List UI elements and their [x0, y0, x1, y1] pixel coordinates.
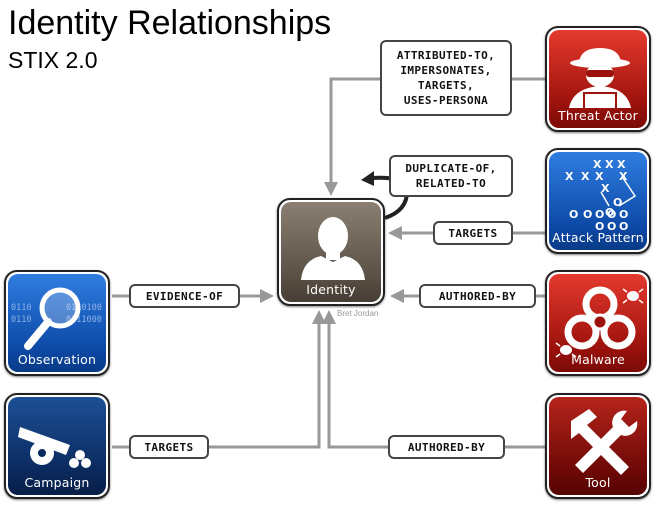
- rel-label-tool: AUTHORED-BY: [388, 435, 505, 459]
- svg-text:O: O: [595, 208, 604, 221]
- diagram-title: Identity Relationships: [8, 4, 332, 42]
- hammer-wrench-icon: [571, 409, 638, 475]
- svg-text:O: O: [583, 208, 592, 221]
- diagram-subtitle: STIX 2.0: [8, 47, 98, 73]
- rel-label-campaign: TARGETS: [129, 435, 209, 459]
- arrowhead-malware: [390, 289, 404, 303]
- malware-tile: Malware: [545, 270, 651, 376]
- rel-threat-actor-line-4: USES-PERSONA: [403, 94, 489, 107]
- svg-text:X: X: [565, 170, 574, 183]
- observation-label: Observation: [17, 352, 97, 367]
- connector-tool: [327, 322, 545, 449]
- svg-text:X: X: [601, 182, 610, 195]
- svg-text:O: O: [613, 196, 622, 209]
- rel-label-threat-actor: ATTRIBUTED-TO, IMPERSONATES, TARGETS, US…: [380, 40, 512, 116]
- svg-text:X: X: [581, 170, 590, 183]
- threat-actor-tile: Threat Actor: [545, 26, 651, 132]
- biohazard-icon: [555, 286, 644, 358]
- rel-label-attack-pattern: TARGETS: [433, 221, 513, 245]
- attack-pattern-label: Attack Pattern: [552, 230, 644, 245]
- campaign-label: Campaign: [24, 475, 90, 490]
- connector-campaign: [112, 322, 321, 449]
- identity-tile: Identity: [277, 198, 385, 306]
- person-silhouette-icon: [301, 217, 365, 280]
- malware-label: Malware: [571, 352, 625, 367]
- svg-text:X: X: [595, 170, 604, 183]
- identity-label: Identity: [306, 282, 356, 297]
- author-credit: Bret Jordan: [337, 309, 379, 318]
- magnifier-icon: 0110 0110100 0110 0111000: [11, 287, 102, 350]
- svg-text:O: O: [607, 208, 616, 221]
- observation-tile: 0110 0110100 0110 0111000 Observation: [4, 270, 110, 376]
- svg-text:X: X: [617, 158, 626, 171]
- svg-text:0110: 0110: [11, 303, 31, 313]
- cannon-icon: [18, 427, 91, 468]
- svg-text:O: O: [607, 220, 616, 233]
- rel-threat-actor-line-3: TARGETS,: [417, 79, 475, 92]
- svg-text:O: O: [569, 208, 578, 221]
- rel-threat-actor-line-1: ATTRIBUTED-TO,: [396, 49, 496, 62]
- rel-self-line-1: DUPLICATE-OF,: [405, 162, 497, 175]
- rel-label-malware: AUTHORED-BY: [419, 284, 536, 308]
- svg-text:X: X: [619, 170, 628, 183]
- svg-text:0111000: 0111000: [66, 315, 102, 325]
- svg-text:O: O: [619, 220, 628, 233]
- rel-threat-actor-line-2: IMPERSONATES,: [400, 64, 492, 77]
- svg-text:X: X: [605, 158, 614, 171]
- tool-label: Tool: [585, 475, 611, 490]
- arrowhead-threat-actor: [324, 182, 338, 196]
- arrowhead-tool: [322, 310, 336, 324]
- rel-label-self: DUPLICATE-OF, RELATED-TO: [389, 155, 513, 197]
- svg-text:O: O: [605, 206, 614, 219]
- svg-text:0110: 0110: [11, 315, 31, 325]
- arrowhead-self: [361, 171, 374, 186]
- arrowhead-observation: [260, 289, 274, 303]
- tool-tile: Tool: [545, 393, 651, 499]
- svg-text:O: O: [619, 208, 628, 221]
- rel-self-line-2: RELATED-TO: [415, 177, 487, 190]
- threat-actor-label: Threat Actor: [558, 108, 638, 123]
- arrowhead-attack-pattern: [388, 226, 402, 240]
- campaign-tile: Campaign: [4, 393, 110, 499]
- svg-text:X: X: [593, 158, 602, 171]
- rel-label-observation: EVIDENCE-OF: [129, 284, 240, 308]
- svg-text:O: O: [595, 220, 604, 233]
- hacker-icon: [569, 48, 631, 110]
- arrowhead-campaign: [312, 310, 326, 324]
- svg-text:0110100: 0110100: [66, 303, 102, 313]
